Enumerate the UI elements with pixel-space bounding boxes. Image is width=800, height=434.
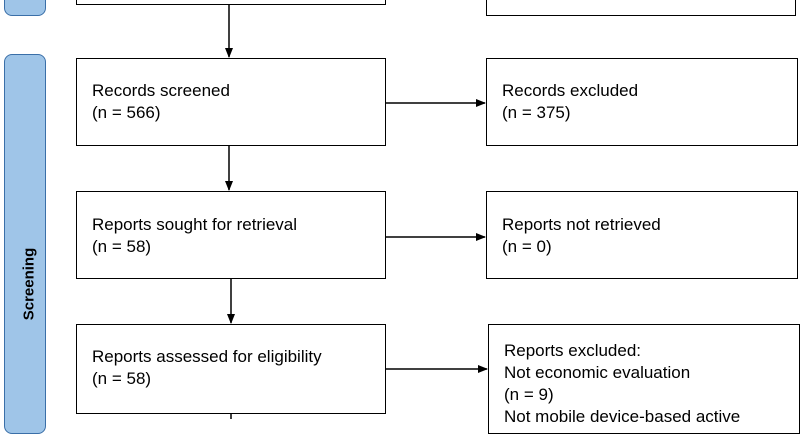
reports-not-retrieved-count: (n = 0) bbox=[502, 237, 552, 256]
reports-not-retrieved-box: Reports not retrieved (n = 0) bbox=[486, 191, 798, 279]
identification-stage-bar bbox=[4, 0, 46, 16]
reports-assessed-count: (n = 58) bbox=[92, 369, 152, 388]
reports-sought-box: Reports sought for retrieval (n = 58) bbox=[76, 191, 386, 279]
records-screened-count: (n = 566) bbox=[92, 103, 161, 122]
screening-stage-bar bbox=[4, 54, 46, 434]
records-excluded-box: Records excluded (n = 375) bbox=[486, 58, 798, 146]
reports-excluded-reason-1-count: (n = 9) bbox=[504, 385, 554, 404]
reports-excluded-label: Reports excluded: bbox=[504, 341, 642, 360]
records-screened-box: Records screened (n = 566) bbox=[76, 58, 386, 146]
reports-excluded-reason-1: Not economic evaluation bbox=[504, 363, 691, 382]
reports-not-retrieved-label: Reports not retrieved bbox=[502, 215, 661, 234]
reports-sought-count: (n = 58) bbox=[92, 237, 152, 256]
top-left-box bbox=[76, 0, 386, 5]
reports-sought-label: Reports sought for retrieval bbox=[92, 215, 298, 234]
flow-arrows bbox=[225, 5, 488, 419]
records-excluded-count: (n = 375) bbox=[502, 103, 571, 122]
reports-assessed-label: Reports assessed for eligibility bbox=[92, 347, 322, 366]
reports-assessed-box: Reports assessed for eligibility (n = 58… bbox=[76, 324, 386, 414]
records-screened-label: Records screened bbox=[92, 81, 230, 100]
top-right-box bbox=[486, 0, 796, 16]
records-excluded-label: Records excluded bbox=[502, 81, 639, 100]
